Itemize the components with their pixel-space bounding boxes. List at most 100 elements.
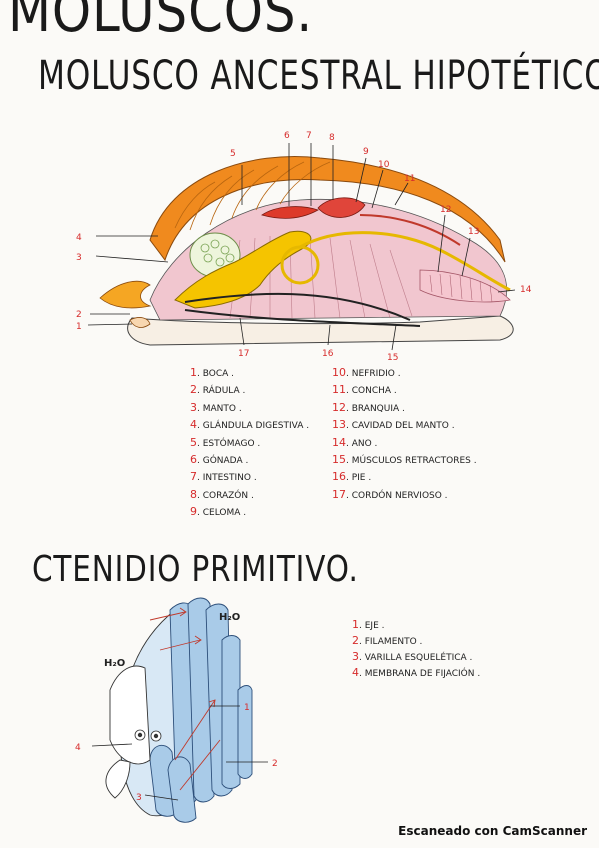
gill bbox=[419, 269, 511, 303]
callout-7: 7 bbox=[306, 131, 312, 141]
legend-number: 3 bbox=[190, 400, 197, 414]
legend-item: 16. PIE . bbox=[332, 470, 477, 487]
heart bbox=[317, 197, 366, 218]
scanner-watermark: Escaneado con CamScanner bbox=[398, 824, 587, 838]
legend-text: . CONCHA . bbox=[346, 386, 397, 397]
legend-text: . MÚSCULOS RETRACTORES . bbox=[346, 455, 477, 466]
legend-text: . BOCA . bbox=[197, 369, 234, 379]
legend-text: . CELOMA . bbox=[197, 508, 247, 519]
diagram-title-mollusc: MOLUSCO ANCESTRAL HIPOTÉTICO. bbox=[38, 53, 599, 99]
legend-item: 3. MANTO . bbox=[190, 401, 309, 418]
legend-number: 2 bbox=[190, 383, 197, 397]
legend-number: 8 bbox=[190, 487, 197, 501]
legend-number: 7 bbox=[190, 470, 197, 484]
legend-text: . VARILLA ESQUELÉTICA . bbox=[359, 653, 473, 663]
legend-text: . BRANQUIA . bbox=[346, 403, 405, 414]
gonad bbox=[261, 206, 319, 219]
ctenidium-leaders bbox=[91, 705, 268, 801]
legend-item: 12. BRANQUIA . bbox=[332, 401, 477, 418]
legend-text: . CORAZÓN . bbox=[197, 490, 254, 501]
callout-8: 8 bbox=[329, 133, 335, 143]
callout-1: 1 bbox=[76, 322, 82, 332]
callout-12: 12 bbox=[440, 205, 451, 215]
callout-4: 4 bbox=[76, 233, 82, 243]
legend-number: 1 bbox=[190, 366, 197, 379]
legend-item: 13. CAVIDAD DEL MANTO . bbox=[332, 418, 477, 435]
legend-item: 10. NEFRIDIO . bbox=[332, 366, 477, 383]
legend-text: . EJE . bbox=[359, 621, 385, 631]
legend-number: 11 bbox=[332, 383, 346, 397]
legend-number: 13 bbox=[332, 418, 346, 432]
nephridium bbox=[359, 214, 461, 246]
legend-text: . FILAMENTO . bbox=[359, 637, 423, 647]
legend-item: 2. FILAMENTO . bbox=[352, 634, 480, 650]
radula bbox=[99, 280, 152, 309]
legend-text: . ESTÓMAGO . bbox=[197, 438, 261, 449]
callout-2: 2 bbox=[76, 310, 82, 320]
legend-column-2: 10. NEFRIDIO . 11. CONCHA . 12. BRANQUIA… bbox=[332, 366, 477, 505]
h2o-top-label: H₂O bbox=[219, 612, 240, 623]
legend-text: . CAVIDAD DEL MANTO . bbox=[346, 421, 455, 432]
ctenidium-callout-2: 2 bbox=[272, 759, 278, 769]
callout-16: 16 bbox=[322, 349, 334, 359]
legend-number: 6 bbox=[190, 452, 197, 466]
callout-5: 5 bbox=[230, 149, 236, 159]
legend-number: 10 bbox=[332, 366, 346, 379]
ctenidium-callout-4: 4 bbox=[75, 743, 81, 753]
legend-text: . GÓNADA . bbox=[197, 455, 249, 466]
legend-number: 14 bbox=[332, 435, 346, 449]
legend-item: 2. RÁDULA . bbox=[190, 383, 309, 400]
legend-text: . CORDÓN NERVIOSO . bbox=[346, 490, 448, 501]
legend-text: . PIE . bbox=[346, 473, 372, 484]
callout-17: 17 bbox=[238, 349, 249, 359]
nerve-cord bbox=[184, 292, 411, 321]
h2o-left-label: H₂O bbox=[104, 658, 125, 669]
callout-13: 13 bbox=[468, 227, 479, 237]
legend-number: 12 bbox=[332, 400, 346, 414]
ctenidium-callout-1: 1 bbox=[244, 703, 250, 713]
legend-number: 4 bbox=[190, 418, 197, 432]
skeletal-rod bbox=[105, 759, 131, 799]
legend-number: 4 bbox=[352, 666, 359, 679]
legend-number: 2 bbox=[352, 634, 359, 647]
legend-text: . MEMBRANA DE FIJACIÓN . bbox=[359, 669, 481, 679]
legend-ctenidium: 1. EJE . 2. FILAMENTO . 3. VARILLA ESQUE… bbox=[352, 618, 480, 682]
callout-10: 10 bbox=[378, 160, 390, 170]
callout-3: 3 bbox=[76, 253, 82, 263]
legend-item: 1. EJE . bbox=[352, 618, 480, 634]
legend-text: . ANO . bbox=[346, 438, 378, 449]
legend-text: . INTESTINO . bbox=[197, 473, 257, 484]
callout-6: 6 bbox=[284, 131, 290, 141]
ctenidium-diagram bbox=[91, 597, 268, 823]
legend-item: 3. VARILLA ESQUELÉTICA . bbox=[352, 650, 480, 666]
fixation-membrane bbox=[109, 665, 151, 765]
legend-item: 1. BOCA . bbox=[190, 366, 309, 383]
callout-11: 11 bbox=[404, 174, 415, 184]
mouth bbox=[129, 317, 151, 328]
legend-item: 14. ANO . bbox=[332, 436, 477, 453]
gill-filaments bbox=[149, 597, 253, 823]
legend-column-1: 1. BOCA . 2. RÁDULA . 3. MANTO . 4. GLÁN… bbox=[190, 366, 309, 523]
foot-shape bbox=[127, 315, 514, 346]
legend-item: 17. CORDÓN NERVIOSO . bbox=[332, 488, 477, 505]
legend-item: 4. MEMBRANA DE FIJACIÓN . bbox=[352, 666, 480, 682]
shell bbox=[149, 156, 506, 263]
legend-text: . RÁDULA . bbox=[197, 386, 246, 397]
legend-number: 3 bbox=[352, 650, 359, 663]
legend-text: . GLÁNDULA DIGESTIVA . bbox=[197, 421, 310, 432]
legend-item: 8. CORAZÓN . bbox=[190, 488, 309, 505]
legend-text: . NEFRIDIO . bbox=[346, 369, 401, 379]
legend-text: . MANTO . bbox=[197, 403, 242, 414]
legend-number: 5 bbox=[190, 435, 197, 449]
legend-number: 1 bbox=[352, 618, 359, 631]
legend-item: 11. CONCHA . bbox=[332, 383, 477, 400]
callout-15: 15 bbox=[387, 353, 398, 363]
legend-item: 15. MÚSCULOS RETRACTORES . bbox=[332, 453, 477, 470]
legend-number: 17 bbox=[332, 487, 346, 501]
legend-item: 4. GLÁNDULA DIGESTIVA . bbox=[190, 418, 309, 435]
legend-item: 5. ESTÓMAGO . bbox=[190, 436, 309, 453]
legend-item: 9. CELOMA . bbox=[190, 505, 309, 522]
legend-item: 7. INTESTINO . bbox=[190, 470, 309, 487]
water-flow-arrows bbox=[149, 607, 221, 791]
